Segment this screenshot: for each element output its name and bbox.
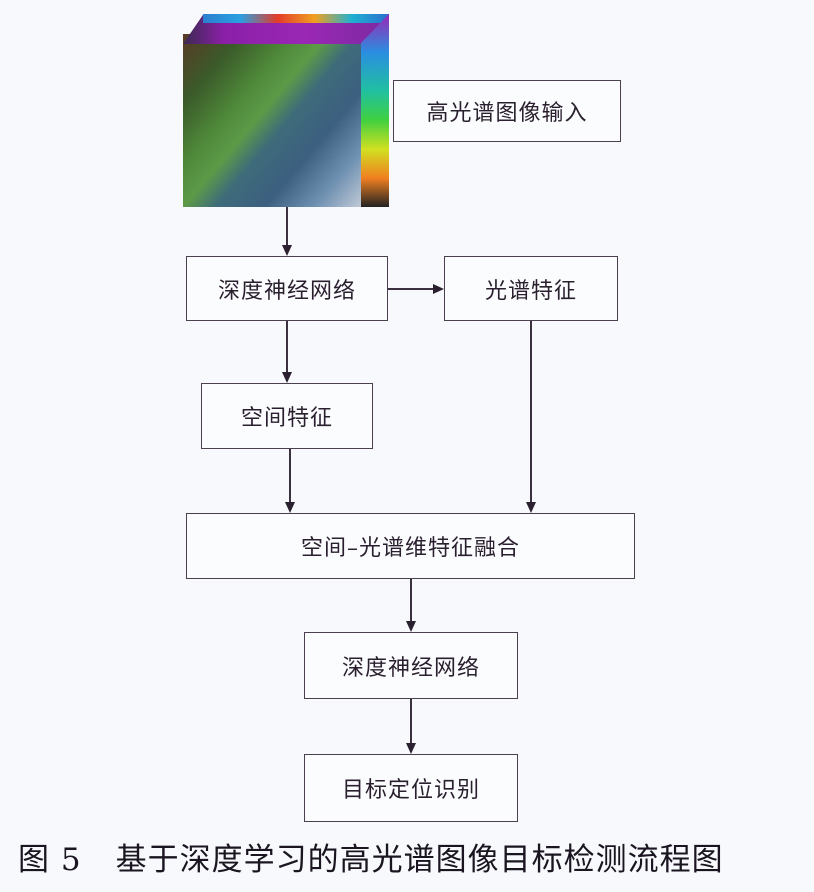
edge-spatial-to-fusion <box>289 449 291 502</box>
node-spatial-features: 空间特征 <box>201 383 373 449</box>
node-hsi-input: 高光谱图像输入 <box>393 80 621 142</box>
arrow-down-icon <box>406 621 416 632</box>
cube-top-spectral-band <box>203 14 389 23</box>
edge-image-to-dnn1 <box>286 207 288 245</box>
node-label: 深度神经网络 <box>341 655 480 681</box>
edge-dnn1-to-spatial <box>286 321 288 372</box>
node-label: 空间特征 <box>240 406 333 431</box>
figure-caption: 图 5 基于深度学习的高光谱图像目标检测流程图 <box>18 834 724 879</box>
node-spatial-spectral-fusion: 空间–光谱维特征融合 <box>186 513 635 579</box>
cube-front-face <box>183 34 361 207</box>
cube-side-face <box>361 14 389 207</box>
arrow-down-icon <box>282 372 292 383</box>
figure-number: 图 5 <box>18 842 82 878</box>
node-target-localization: 目标定位识别 <box>304 754 518 822</box>
node-label: 深度神经网络 <box>217 278 356 304</box>
arrow-down-icon <box>526 502 536 513</box>
node-deep-neural-network-1: 深度神经网络 <box>186 256 388 321</box>
edge-fusion-to-dnn2 <box>410 579 412 621</box>
arrow-down-icon <box>406 743 416 754</box>
node-label: 光谱特征 <box>484 278 577 304</box>
edge-dnn2-to-target <box>410 699 412 743</box>
arrow-down-icon <box>285 502 295 513</box>
hyperspectral-cube-image <box>183 14 389 207</box>
node-label: 目标定位识别 <box>341 778 480 803</box>
node-spectral-features: 光谱特征 <box>444 256 618 321</box>
edge-spectral-to-fusion <box>530 321 532 502</box>
figure-title: 基于深度学习的高光谱图像目标检测流程图 <box>115 842 724 878</box>
node-deep-neural-network-2: 深度神经网络 <box>304 632 518 699</box>
arrow-down-icon <box>282 245 292 256</box>
node-label: 高光谱图像输入 <box>426 101 588 126</box>
arrow-right-icon <box>433 284 444 294</box>
node-label: 空间–光谱维特征融合 <box>300 536 520 561</box>
edge-dnn1-to-spectral <box>388 288 433 290</box>
